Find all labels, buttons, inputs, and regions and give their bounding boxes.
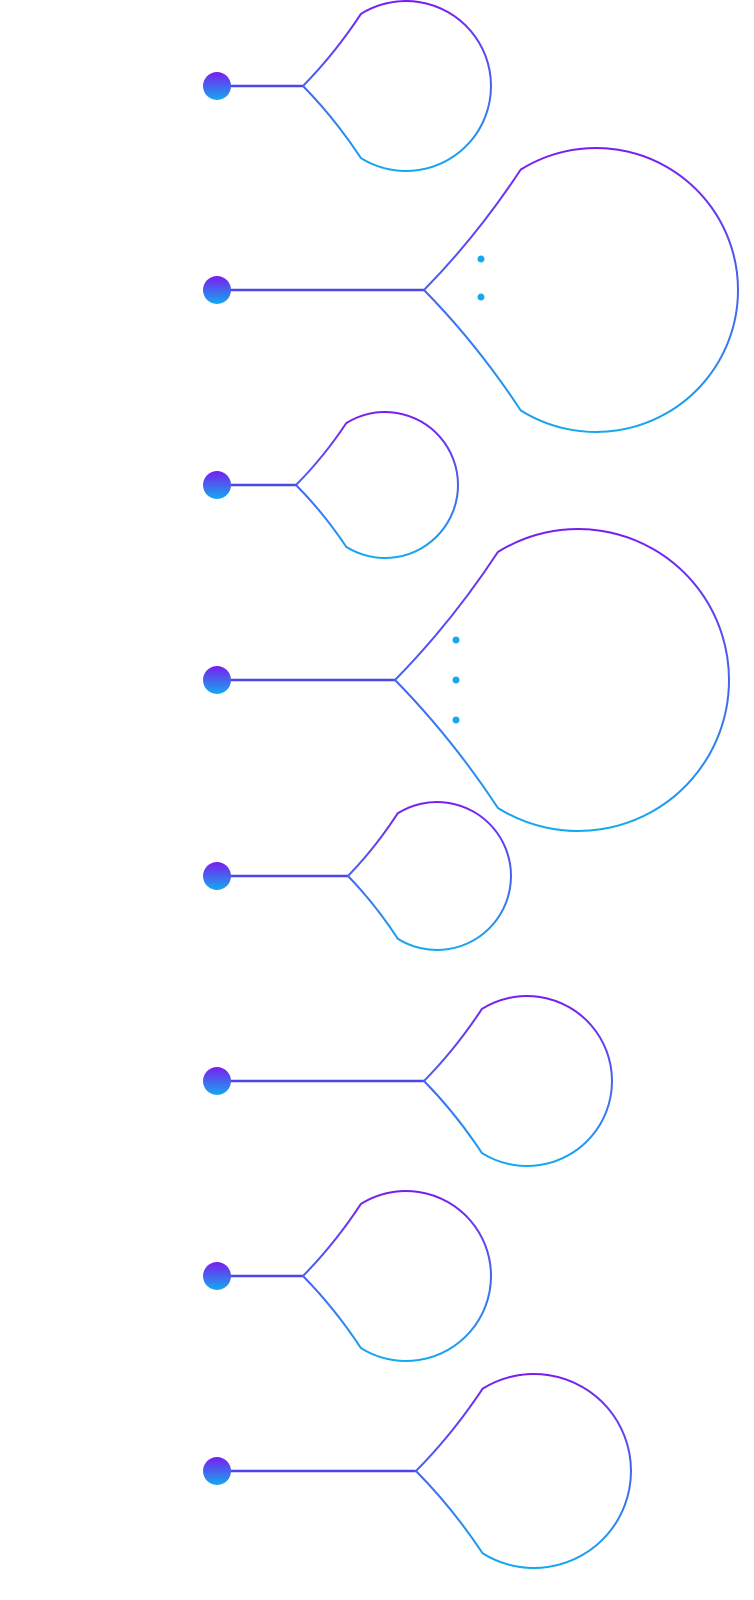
timeline-marker — [203, 1457, 231, 1485]
timeline-marker — [203, 72, 231, 100]
timeline-node — [203, 147, 739, 433]
timeline-marker — [203, 1067, 231, 1095]
node-bubble — [393, 528, 730, 832]
node-bubble — [301, 0, 492, 172]
timeline-marker — [203, 862, 231, 890]
bullet-dot — [452, 676, 460, 684]
bullet-dot — [452, 636, 460, 644]
node-bubble — [422, 995, 614, 1167]
timeline-node — [203, 1190, 493, 1362]
bullet-dot — [452, 716, 460, 724]
node-bubble — [414, 1373, 632, 1569]
timeline-marker — [203, 666, 231, 694]
node-bubble — [422, 147, 739, 433]
timeline-marker — [203, 276, 231, 304]
timeline-node — [203, 995, 614, 1167]
node-bubble — [301, 1190, 493, 1362]
timeline-node — [203, 528, 730, 832]
timeline-marker — [203, 471, 231, 499]
bullet-dot — [477, 293, 485, 301]
bullet-dot — [477, 255, 485, 263]
timeline-node — [203, 0, 492, 172]
timeline-node — [203, 411, 459, 559]
timeline-node — [203, 1373, 632, 1569]
node-bubble — [346, 801, 512, 951]
node-bubble — [294, 411, 459, 559]
timeline-node — [203, 801, 512, 951]
timeline-marker — [203, 1262, 231, 1290]
